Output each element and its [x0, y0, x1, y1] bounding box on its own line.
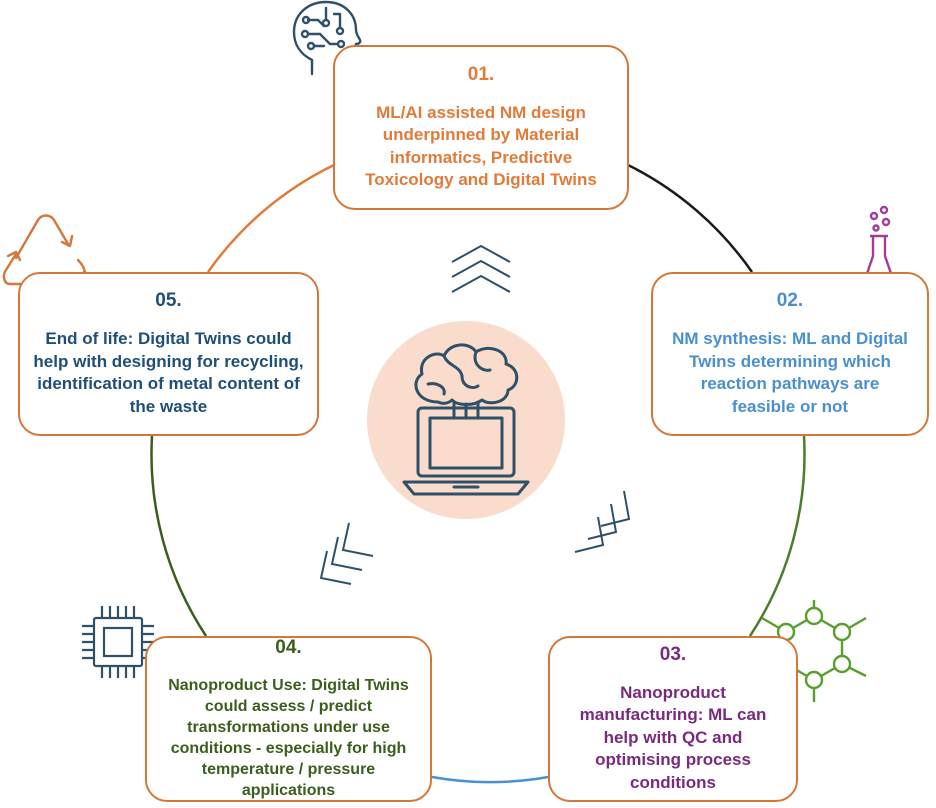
stage-number: 02. [776, 290, 804, 311]
arc-02-to-03 [748, 435, 806, 637]
stage-description: End of life: Digital Twins could help wi… [33, 329, 304, 416]
arc-05-to-01 [206, 163, 335, 273]
arc-04-to-05 [150, 435, 208, 637]
stage-description: Nanoproduct manufacturing: ML can help w… [579, 682, 767, 792]
laptop-brain-icon [367, 321, 565, 519]
stage-03-box: 03. Nanoproduct manufacturing: ML can he… [548, 636, 798, 802]
arc-01-to-02 [627, 163, 754, 273]
stage-description: Nanoproduct Use: Digital Twins could ass… [168, 677, 409, 799]
stage-description: NM synthesis: ML and Digital Twins deter… [672, 329, 908, 416]
stage-number: 04. [275, 637, 302, 658]
chevrons-down-left [319, 522, 374, 585]
stage-02-box: 02. NM synthesis: ML and Digital Twins d… [651, 272, 929, 436]
microchip-icon [82, 606, 154, 678]
arc-03-to-04 [431, 775, 549, 784]
chevrons-up [451, 244, 511, 293]
stage-number: 05. [155, 290, 182, 311]
stage-number: 03. [659, 643, 687, 665]
stage-01-box: 01. ML/AI assisted NM design underpinned… [333, 45, 629, 210]
stage-number: 01. [467, 63, 495, 85]
stage-description: ML/AI assisted NM design underpinned by … [365, 102, 597, 190]
stage-04-box: 04. Nanoproduct Use: Digital Twins could… [145, 636, 432, 802]
stage-05-box: 05. End of life: Digital Twins could hel… [18, 272, 319, 436]
chevrons-down-right [574, 490, 631, 553]
